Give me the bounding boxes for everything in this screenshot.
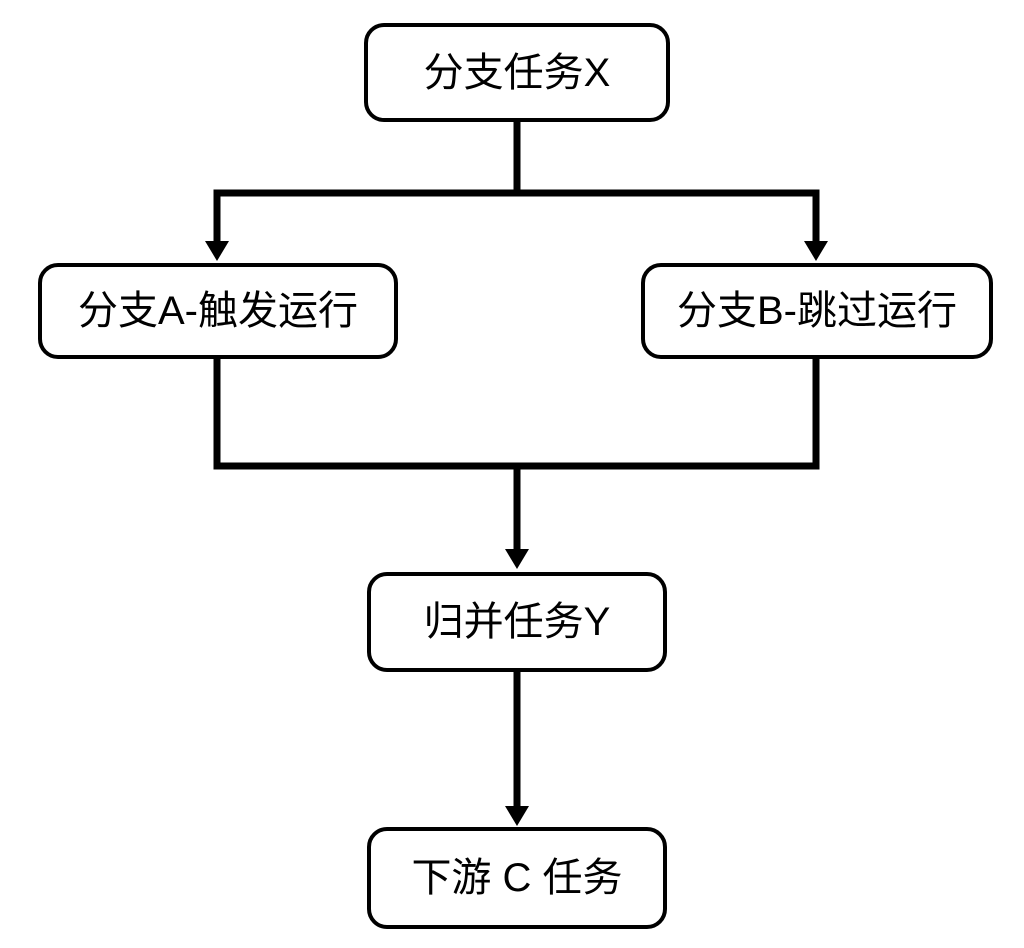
node-branch-task-x-label: 分支任务X: [423, 50, 611, 95]
node-merge-task-y-label: 归并任务Y: [423, 600, 611, 644]
edge-merge-bar: [213, 358, 820, 470]
arrowhead-into-downstream-c: [505, 806, 529, 826]
node-branch-b-label: 分支B-跳过运行: [677, 289, 957, 333]
edge-split-bar: [213, 189, 820, 245]
node-downstream-c-task: 下游 C 任务: [367, 827, 667, 929]
node-downstream-c-label: 下游 C 任务: [411, 856, 623, 900]
arrowhead-into-merge-y: [505, 549, 529, 569]
arrowhead-into-branch-b: [804, 241, 828, 261]
node-branch-b-skip-run: 分支B-跳过运行: [641, 263, 993, 359]
node-branch-a-trigger-run: 分支A-触发运行: [38, 263, 398, 359]
arrowhead-into-branch-a: [205, 241, 229, 261]
node-merge-task-y: 归并任务Y: [367, 572, 667, 672]
node-branch-task-x: 分支任务X: [364, 23, 670, 122]
node-branch-a-label: 分支A-触发运行: [78, 289, 358, 333]
